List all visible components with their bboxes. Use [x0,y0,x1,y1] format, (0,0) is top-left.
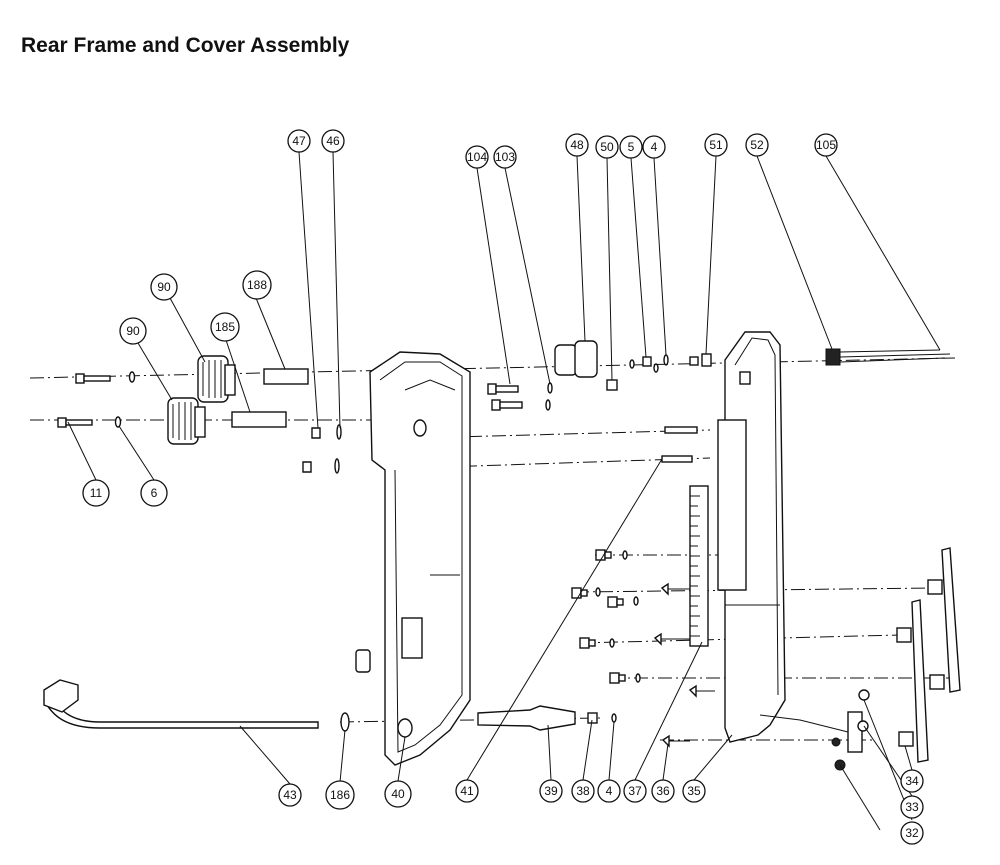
washer-103b [545,399,551,411]
svg-text:52: 52 [750,138,764,152]
pin-41-upper [664,426,698,434]
callout-4-upper: 4 [642,135,666,159]
callout-188: 188 [242,270,272,300]
svg-text:90: 90 [126,324,140,338]
screws-104 [487,383,523,411]
svg-text:6: 6 [151,486,158,500]
washer-4-upper-b [663,354,669,366]
svg-text:32: 32 [905,826,919,840]
callout-90-lower: 90 [119,317,147,345]
pin-41-lower [661,455,693,463]
callout-52: 52 [745,133,769,157]
washer-small [653,363,659,373]
svg-text:4: 4 [606,784,613,798]
leader-lines [67,151,941,821]
handle-39 [477,705,576,731]
callout-6: 6 [140,479,168,507]
svg-text:185: 185 [215,320,235,334]
svg-text:50: 50 [600,140,614,154]
callout-4-lower: 4 [597,779,621,803]
callout-5: 5 [619,135,643,159]
washer-186 [340,712,350,732]
svg-text:46: 46 [326,134,340,148]
cover-plate-34a [927,547,961,693]
svg-text:34: 34 [905,774,919,788]
svg-text:43: 43 [283,788,297,802]
callout-11: 11 [82,479,110,507]
knob-90-upper [197,355,236,403]
svg-text:105: 105 [816,138,836,152]
spacer-188 [263,368,309,385]
svg-text:37: 37 [628,784,642,798]
callout-104: 104 [465,145,489,169]
svg-text:188: 188 [247,278,267,292]
screws-38 [571,549,641,724]
shaft-52 [825,348,951,366]
callout-43: 43 [278,783,302,807]
left-frame-40 [355,351,471,766]
svg-text:40: 40 [391,787,405,801]
callout-35: 35 [682,779,706,803]
svg-text:48: 48 [570,138,584,152]
callout-38: 38 [571,779,595,803]
svg-text:51: 51 [709,138,723,152]
svg-text:4: 4 [651,140,658,154]
svg-text:38: 38 [576,784,590,798]
callout-51: 51 [704,133,728,157]
roller-48 [554,340,598,378]
cover-plate-34b [896,599,929,763]
callout-50: 50 [595,135,619,159]
screw-11-lower [57,417,93,428]
callout-186: 186 [325,780,355,810]
callout-39: 39 [539,779,563,803]
nut-51b [689,356,699,366]
callout-33: 33 [900,795,924,819]
callout-105: 105 [814,133,838,157]
callout-103: 103 [493,145,517,169]
callout-40: 40 [384,780,412,808]
callout-90-upper: 90 [150,273,178,301]
callout-46: 46 [321,129,345,153]
nut-5 [642,356,652,367]
callout-47: 47 [287,129,311,153]
washers-46 [334,424,342,474]
svg-text:104: 104 [467,150,487,164]
svg-text:103: 103 [495,150,515,164]
washer-4-upper [629,359,635,369]
callout-37: 37 [623,779,647,803]
scale-37 [689,485,709,647]
svg-text:41: 41 [460,784,474,798]
svg-text:5: 5 [628,140,635,154]
svg-text:33: 33 [905,800,919,814]
svg-text:11: 11 [90,486,103,500]
knob-90-lower [167,397,206,445]
svg-text:36: 36 [656,784,670,798]
svg-text:47: 47 [292,134,306,148]
screws-36 [653,582,715,748]
page-title: Rear Frame and Cover Assembly [21,34,350,57]
callout-34: 34 [900,769,924,793]
washer-103a [547,382,553,394]
svg-text:39: 39 [544,784,558,798]
svg-text:90: 90 [157,280,171,294]
washer-6-lower [114,416,122,428]
callout-41: 41 [455,779,479,803]
bushing-51 [701,353,712,367]
callout-36: 36 [651,779,675,803]
block-50 [606,379,618,391]
nuts-47 [302,427,321,473]
svg-text:35: 35 [687,784,701,798]
callout-48: 48 [565,133,589,157]
spacer-185 [231,411,287,428]
bracket-33 [831,689,881,831]
callout-32: 32 [900,821,924,845]
rod-43 [43,679,319,729]
screw-11-upper [75,373,111,384]
svg-text:186: 186 [330,788,350,802]
washer-6-upper [128,371,136,383]
callout-185: 185 [210,312,240,342]
right-frame-35 [717,331,861,743]
